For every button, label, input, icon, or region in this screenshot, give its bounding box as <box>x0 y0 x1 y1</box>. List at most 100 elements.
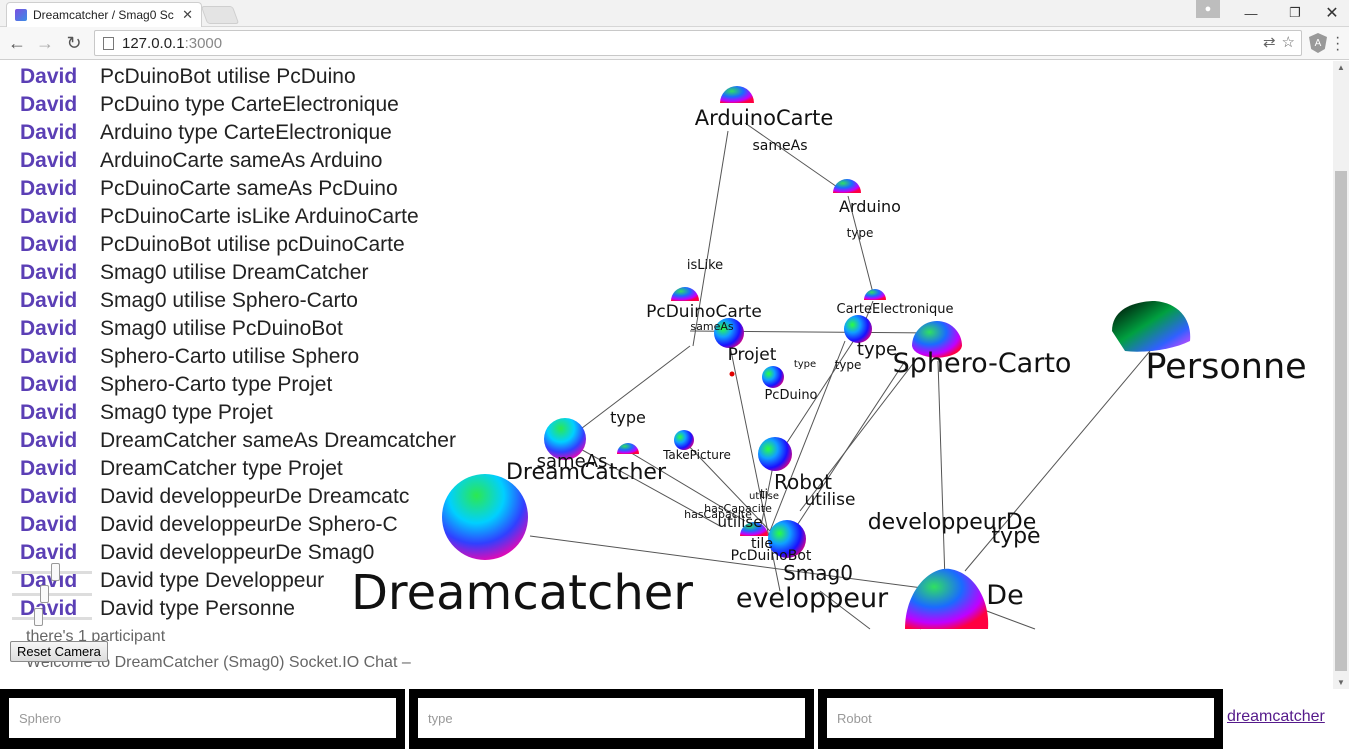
svg-text:sameAs: sameAs <box>537 451 608 472</box>
tab-title: Dreamcatcher / Smag0 Sc <box>33 8 174 22</box>
message-text: PcDuinoCarte sameAs PcDuino <box>100 177 398 200</box>
node-sameas-target[interactable] <box>617 443 639 454</box>
restore-icon[interactable]: ❐ <box>1289 5 1301 20</box>
svg-text:CarteElectronique: CarteElectronique <box>837 302 954 317</box>
node-arduino[interactable] <box>833 179 861 193</box>
browser-tab[interactable]: Dreamcatcher / Smag0 Sc ✕ <box>6 2 202 27</box>
node-dreamcatcher-small[interactable] <box>544 418 586 460</box>
svg-text:ti: ti <box>760 487 768 501</box>
graph-canvas[interactable]: sameAs type isLike sameAs type type type… <box>0 61 1333 689</box>
message-text: Sphero-Carto utilise Sphero <box>100 345 360 368</box>
node-pcduino[interactable] <box>762 366 784 388</box>
translate-icon[interactable]: ⇄ <box>1262 34 1276 51</box>
node-robot[interactable] <box>758 437 792 471</box>
node-type-sphere[interactable] <box>844 315 872 343</box>
message-text: PcDuinoBot utilise PcDuino <box>100 65 356 88</box>
predicate-input[interactable] <box>418 698 805 738</box>
message-text: Arduino type CarteElectronique <box>100 121 392 144</box>
scrollbar-thumb[interactable] <box>1335 171 1347 671</box>
triple-form: dreamcatcher <box>0 689 1349 751</box>
participants-log: there's 1 participant <box>26 628 166 645</box>
url-port: :3000 <box>184 34 223 52</box>
svg-text:Smag0: Smag0 <box>783 561 853 585</box>
message-username: David <box>20 541 78 564</box>
reset-camera-button[interactable]: Reset Camera <box>10 641 108 662</box>
camera-slider-1-thumb[interactable] <box>51 563 60 581</box>
message-text: ArduinoCarte sameAs Arduino <box>100 149 383 172</box>
node-carteelectronique[interactable] <box>864 289 886 300</box>
message-username: David <box>20 401 78 424</box>
svg-text:hasCapacite: hasCapacite <box>684 508 752 521</box>
svg-text:utilise: utilise <box>749 491 779 502</box>
message-row: David Smag0 type Projet <box>20 399 456 427</box>
svg-text:sameAs: sameAs <box>690 320 733 333</box>
svg-text:utilise: utilise <box>805 490 856 510</box>
svg-text:type: type <box>794 359 816 370</box>
chrome-menu-icon[interactable]: ··· <box>1335 29 1341 58</box>
camera-slider-2-track[interactable] <box>12 593 92 596</box>
page-scrollbar[interactable]: ▲ ▼ <box>1333 61 1349 689</box>
scroll-up-icon[interactable]: ▲ <box>1337 63 1345 72</box>
svg-text:Personne: Personne <box>1145 347 1306 387</box>
angular-extension-icon[interactable]: A <box>1309 33 1327 53</box>
graph-nodes[interactable] <box>442 86 1191 629</box>
dreamcatcher-link[interactable]: dreamcatcher <box>1227 708 1325 725</box>
new-tab-button[interactable] <box>200 6 240 24</box>
reload-icon[interactable]: ↻ <box>66 32 82 53</box>
message-text: Smag0 utilise DreamCatcher <box>100 261 369 284</box>
camera-slider-2-thumb[interactable] <box>40 585 49 603</box>
message-username: David <box>20 261 78 284</box>
camera-slider-3-track[interactable] <box>12 617 92 620</box>
close-window-icon[interactable]: ✕ <box>1325 5 1339 22</box>
node-dreamcatcher-big[interactable] <box>442 474 528 560</box>
message-text: David type Personne <box>100 597 295 620</box>
svg-text:Dreamcatcher: Dreamcatcher <box>351 565 693 621</box>
site-favicon-icon <box>15 9 27 21</box>
svg-text:type: type <box>835 358 862 372</box>
bookmark-star-icon[interactable]: ☆ <box>1281 34 1295 51</box>
message-username: David <box>20 93 78 116</box>
node-david[interactable] <box>905 568 989 629</box>
subject-input[interactable] <box>9 698 396 738</box>
message-text: David developpeurDe Dreamcatc <box>100 485 410 508</box>
forward-arrow-icon[interactable]: → <box>36 32 54 53</box>
svg-text:type: type <box>610 408 646 427</box>
scroll-down-icon[interactable]: ▼ <box>1337 678 1345 687</box>
message-text: Smag0 type Projet <box>100 401 273 424</box>
profile-icon[interactable]: ● <box>1196 0 1220 18</box>
message-username: David <box>20 485 78 508</box>
svg-text:Robot: Robot <box>774 470 832 494</box>
svg-text:De: De <box>986 580 1023 611</box>
message-text: David developpeurDe Sphero-C <box>100 513 398 536</box>
node-arduinocarte[interactable] <box>720 86 754 103</box>
node-pcduinobot[interactable] <box>740 522 768 536</box>
address-bar[interactable]: 127.0.0.1:3000 ⇄ ☆ <box>94 30 1302 56</box>
svg-text:eveloppeur: eveloppeur <box>736 583 889 614</box>
node-projet[interactable] <box>714 318 744 348</box>
tab-close-icon[interactable]: ✕ <box>182 7 193 22</box>
back-arrow-icon[interactable]: ← <box>8 32 26 53</box>
node-takepicture[interactable] <box>674 430 694 450</box>
svg-text:tile: tile <box>751 536 773 552</box>
graph-origin-dot <box>729 371 735 377</box>
camera-slider-3-thumb[interactable] <box>34 608 43 626</box>
node-pcduinocarte[interactable] <box>671 287 699 301</box>
message-row: David Smag0 utilise DreamCatcher <box>20 259 456 287</box>
message-username: David <box>20 457 78 480</box>
predicate-field-frame <box>409 689 814 749</box>
object-input[interactable] <box>827 698 1214 738</box>
svg-text:type: type <box>847 226 874 240</box>
minimize-icon[interactable]: — <box>1244 5 1258 21</box>
node-personne[interactable] <box>1112 301 1191 352</box>
node-smag0[interactable] <box>768 520 806 558</box>
node-sphero-carto[interactable] <box>912 321 962 358</box>
